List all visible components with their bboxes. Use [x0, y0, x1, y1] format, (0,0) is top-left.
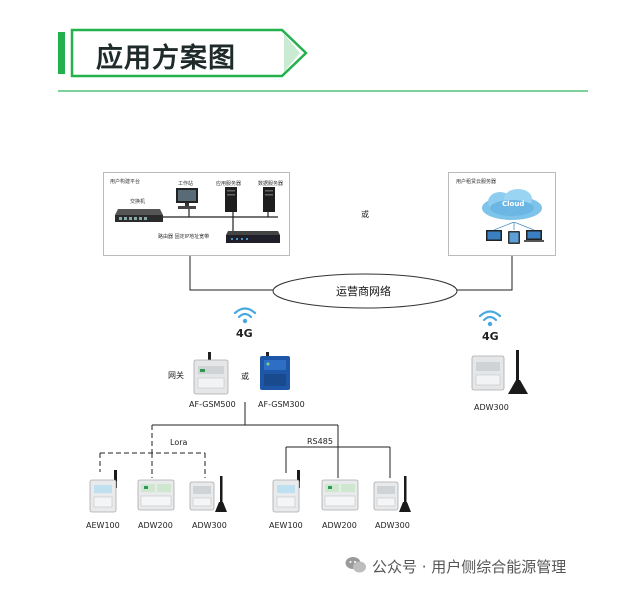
gateway-device-gsm500-icon	[193, 352, 229, 395]
title-banner	[70, 28, 308, 78]
operator-network-label: 运营商网络	[336, 285, 391, 298]
aew100-device-icon	[89, 470, 117, 513]
bottom-left-adw200-label: ADW200	[138, 521, 173, 530]
cloud-clients-icon	[486, 222, 544, 244]
cloud-server-label: 用户租赁云服务器	[456, 179, 497, 185]
page-title: 应用方案图	[96, 43, 236, 74]
adw300-device-icon	[373, 476, 411, 512]
workstation-icon	[176, 188, 198, 209]
bottom-right-aew100-label: AEW100	[269, 521, 303, 530]
adw300-device-icon	[189, 476, 227, 512]
bottom-left-adw300-label: ADW300	[192, 521, 227, 530]
wifi-signal-icon	[233, 307, 257, 324]
router-label: 路由器 固定IP地址宽带	[158, 234, 210, 240]
workstation-label: 工作站	[178, 181, 194, 187]
bottom-right-adw300-label: ADW300	[375, 521, 410, 530]
left-box-lines	[163, 209, 278, 232]
aew100-device-icon	[272, 470, 300, 513]
lora-label: Lora	[170, 438, 188, 447]
title-accent-bar	[58, 32, 65, 74]
app-server-icon	[225, 187, 237, 212]
gateway-device2-label: AF-GSM300	[258, 400, 305, 409]
operator-network-ellipse	[272, 273, 458, 309]
bottom-right-adw200-label: ADW200	[322, 521, 357, 530]
gateway-or-label: 或	[241, 372, 249, 381]
cloud-label: Cloud	[502, 200, 525, 208]
gateway-device-gsm300-icon	[260, 352, 290, 390]
bottom-left-aew100-label: AEW100	[86, 521, 120, 530]
wechat-icon	[345, 557, 366, 573]
adw200-device-icon	[321, 479, 359, 511]
gateway-label: 网关	[168, 371, 184, 380]
signal-4g-label-right: 4G	[482, 330, 499, 343]
router-icon	[226, 231, 280, 243]
adw300-4g-device-icon	[471, 350, 528, 394]
header-divider	[58, 90, 588, 92]
db-server-label: 数据服务器	[258, 181, 284, 187]
app-server-label: 应用服务器	[216, 181, 242, 187]
signal-4g-label-left: 4G	[236, 327, 253, 340]
wifi-signal-icon	[478, 310, 502, 327]
switch-icon	[115, 209, 163, 222]
platform-label: 用户构建平台	[110, 179, 141, 185]
db-server-icon	[263, 187, 275, 212]
or-label-top: 或	[361, 210, 369, 219]
line-left-box-network	[189, 254, 275, 291]
adw200-device-icon	[137, 479, 175, 511]
right-device-label: ADW300	[474, 403, 509, 412]
switch-label: 交换机	[130, 199, 146, 205]
rs485-label: RS485	[307, 437, 333, 446]
line-right-box-network	[455, 254, 513, 291]
cloud-icon	[482, 189, 542, 220]
gateway-device1-label: AF-GSM500	[189, 400, 236, 409]
watermark-text: 公众号 · 用户侧综合能源管理	[372, 558, 567, 576]
